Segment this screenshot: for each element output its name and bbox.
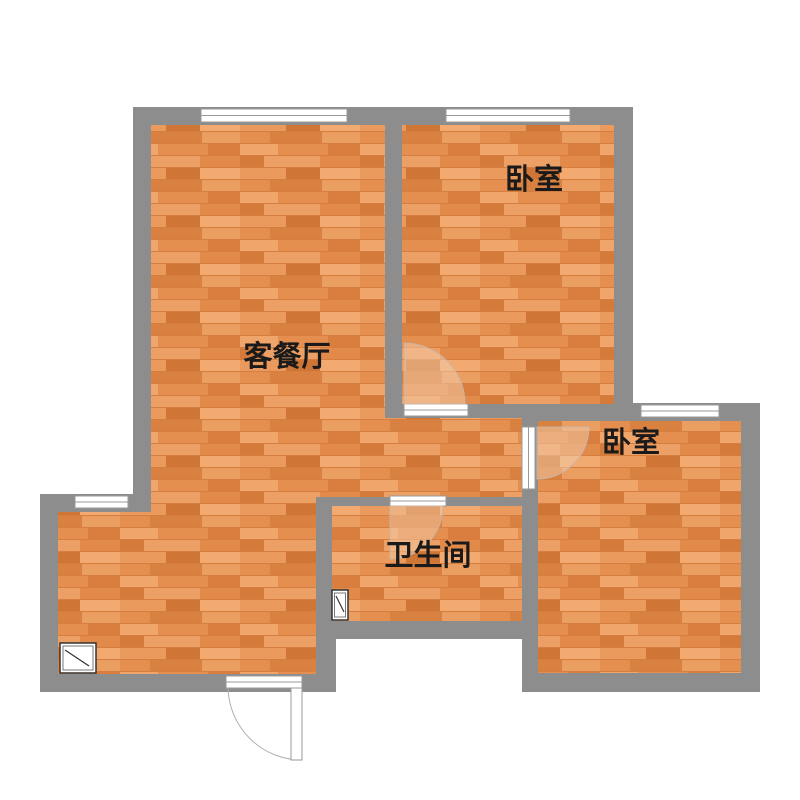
room-label-bedroom-east: 卧室 (602, 425, 660, 459)
room-label-living-dining: 客餐厅 (243, 339, 330, 373)
door-swing (536, 426, 590, 480)
passage-floor (151, 494, 316, 514)
floor-drain-icon (59, 642, 97, 674)
door-swing (389, 505, 444, 560)
door-swings (227, 342, 590, 761)
floor-drain-icon (331, 589, 349, 621)
entry-room-floor (58, 512, 316, 674)
living-dining-floor (151, 418, 522, 497)
windows (74, 108, 720, 509)
entry-door-leaf (290, 687, 303, 761)
room-label-bedroom-north: 卧室 (505, 162, 563, 196)
door-swing (403, 342, 466, 405)
room-label-bathroom: 卫生间 (384, 538, 471, 572)
